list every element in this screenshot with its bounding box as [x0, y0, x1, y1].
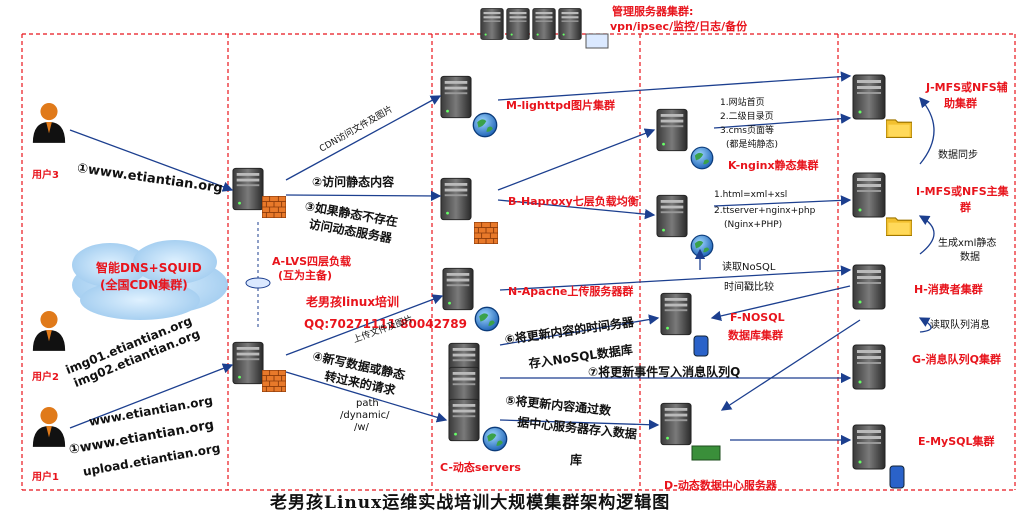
i-cluster-icon	[852, 172, 912, 236]
k-note-4: (都是纯静态)	[726, 140, 779, 150]
c-cluster-label: C-动态servers	[440, 461, 521, 474]
flow-arrows	[69, 71, 935, 446]
gen-note-2: 数据	[960, 252, 980, 263]
dns-cloud-line1: 智能DNS+SQUID	[96, 261, 202, 275]
nosql-note-2: 时间戳比较	[724, 282, 774, 293]
b-cluster-label: B-Haproxy七层负载均衡	[508, 195, 639, 208]
m-cluster-label: M-lighttpd图片集群	[506, 99, 616, 112]
g-cluster-icon	[852, 344, 886, 390]
xml-note-3: (Nginx+PHP)	[724, 220, 783, 230]
user2-icon	[32, 311, 66, 351]
j-cluster-sublabel: 助集群	[944, 97, 977, 110]
mgmt-servers-icon	[480, 8, 609, 49]
lvs-server-top-icon	[232, 167, 286, 218]
user3-label: 用户3	[32, 170, 59, 181]
f-cluster-sublabel: 数据库集群	[728, 329, 783, 342]
b-cluster-icon	[440, 177, 498, 244]
h-cluster-icon	[852, 264, 886, 310]
step7-label: ⑦将更新事件写入消息队列Q	[588, 365, 741, 379]
lvs-server-bottom-icon	[232, 341, 286, 392]
user1-icon	[32, 407, 66, 447]
e-cluster-label: E-MySQL集群	[918, 435, 995, 448]
k-note-1: 1.网站首页	[720, 98, 765, 108]
watermark-line2: QQ:70271111 80042789	[304, 317, 467, 331]
h-cluster-label: H-消费者集群	[914, 283, 983, 296]
user3-icon	[32, 103, 66, 143]
user1-label: 用户1	[32, 472, 59, 483]
path-label-2: /dynamic/	[340, 410, 390, 421]
gen-note-1: 生成xml静态	[938, 238, 997, 249]
sync-note: 数据同步	[938, 150, 978, 161]
k-note-2: 2.二级目录页	[720, 112, 774, 122]
i-cluster-label: I-MFS或NFS主集	[916, 185, 1009, 198]
nosql-note-1: 读取NoSQL	[722, 262, 776, 273]
dns-cloud-line2: (全国CDN集群)	[100, 278, 188, 292]
lvs-label: A-LVS四层负载	[272, 255, 352, 268]
footer-title: 老男孩Linux运维实战培训大规模集群架构逻辑图	[270, 493, 671, 513]
watermark-line1: 老男孩linux培训	[306, 295, 400, 309]
xml-note-2: 2.ttserver+nginx+php	[714, 206, 816, 216]
mgmt-subtitle: vpn/ipsec/监控/日志/备份	[610, 20, 748, 33]
c-cluster-icon	[448, 342, 508, 452]
heartbeat-icon	[245, 277, 271, 289]
step5-label-c: 库	[570, 453, 583, 467]
k-note-3: 3.cms页面等	[720, 126, 774, 136]
m-cluster-icon	[440, 75, 498, 138]
lvs-sublabel: (互为主备)	[278, 269, 333, 282]
step2-label: ②访问静态内容	[312, 175, 395, 189]
k-cluster-icon	[656, 108, 714, 170]
g-cluster-label: G-消息队列Q集群	[912, 353, 1001, 366]
k-cluster-label: K-nginx静态集群	[728, 159, 819, 172]
e-cluster-icon	[852, 424, 905, 489]
n-cluster-label: N-Apache上传服务器群	[508, 285, 634, 298]
mgmt-title: 管理服务器集群:	[612, 5, 694, 18]
d-cluster-icon	[660, 402, 721, 461]
user2-label: 用户2	[32, 372, 59, 383]
xml-cluster-icon	[656, 194, 714, 258]
j-cluster-icon	[852, 74, 912, 138]
path-label-1: path	[356, 398, 379, 409]
f-cluster-label: F-NOSQL	[730, 311, 785, 324]
xml-note-1: 1.html=xml+xsl	[714, 190, 788, 200]
j-cluster-label: J-MFS或NFS辅	[926, 81, 1008, 94]
path-label-3: /w/	[354, 422, 369, 433]
dashed-frame	[21, 33, 1016, 491]
dns-cloud-icon	[72, 240, 228, 320]
d-cluster-label: D-动态数据中心服务器	[664, 479, 777, 492]
i-cluster-sublabel: 群	[960, 201, 971, 214]
f-cluster-icon	[660, 292, 709, 357]
queue-note: 读取队列消息	[930, 320, 990, 331]
